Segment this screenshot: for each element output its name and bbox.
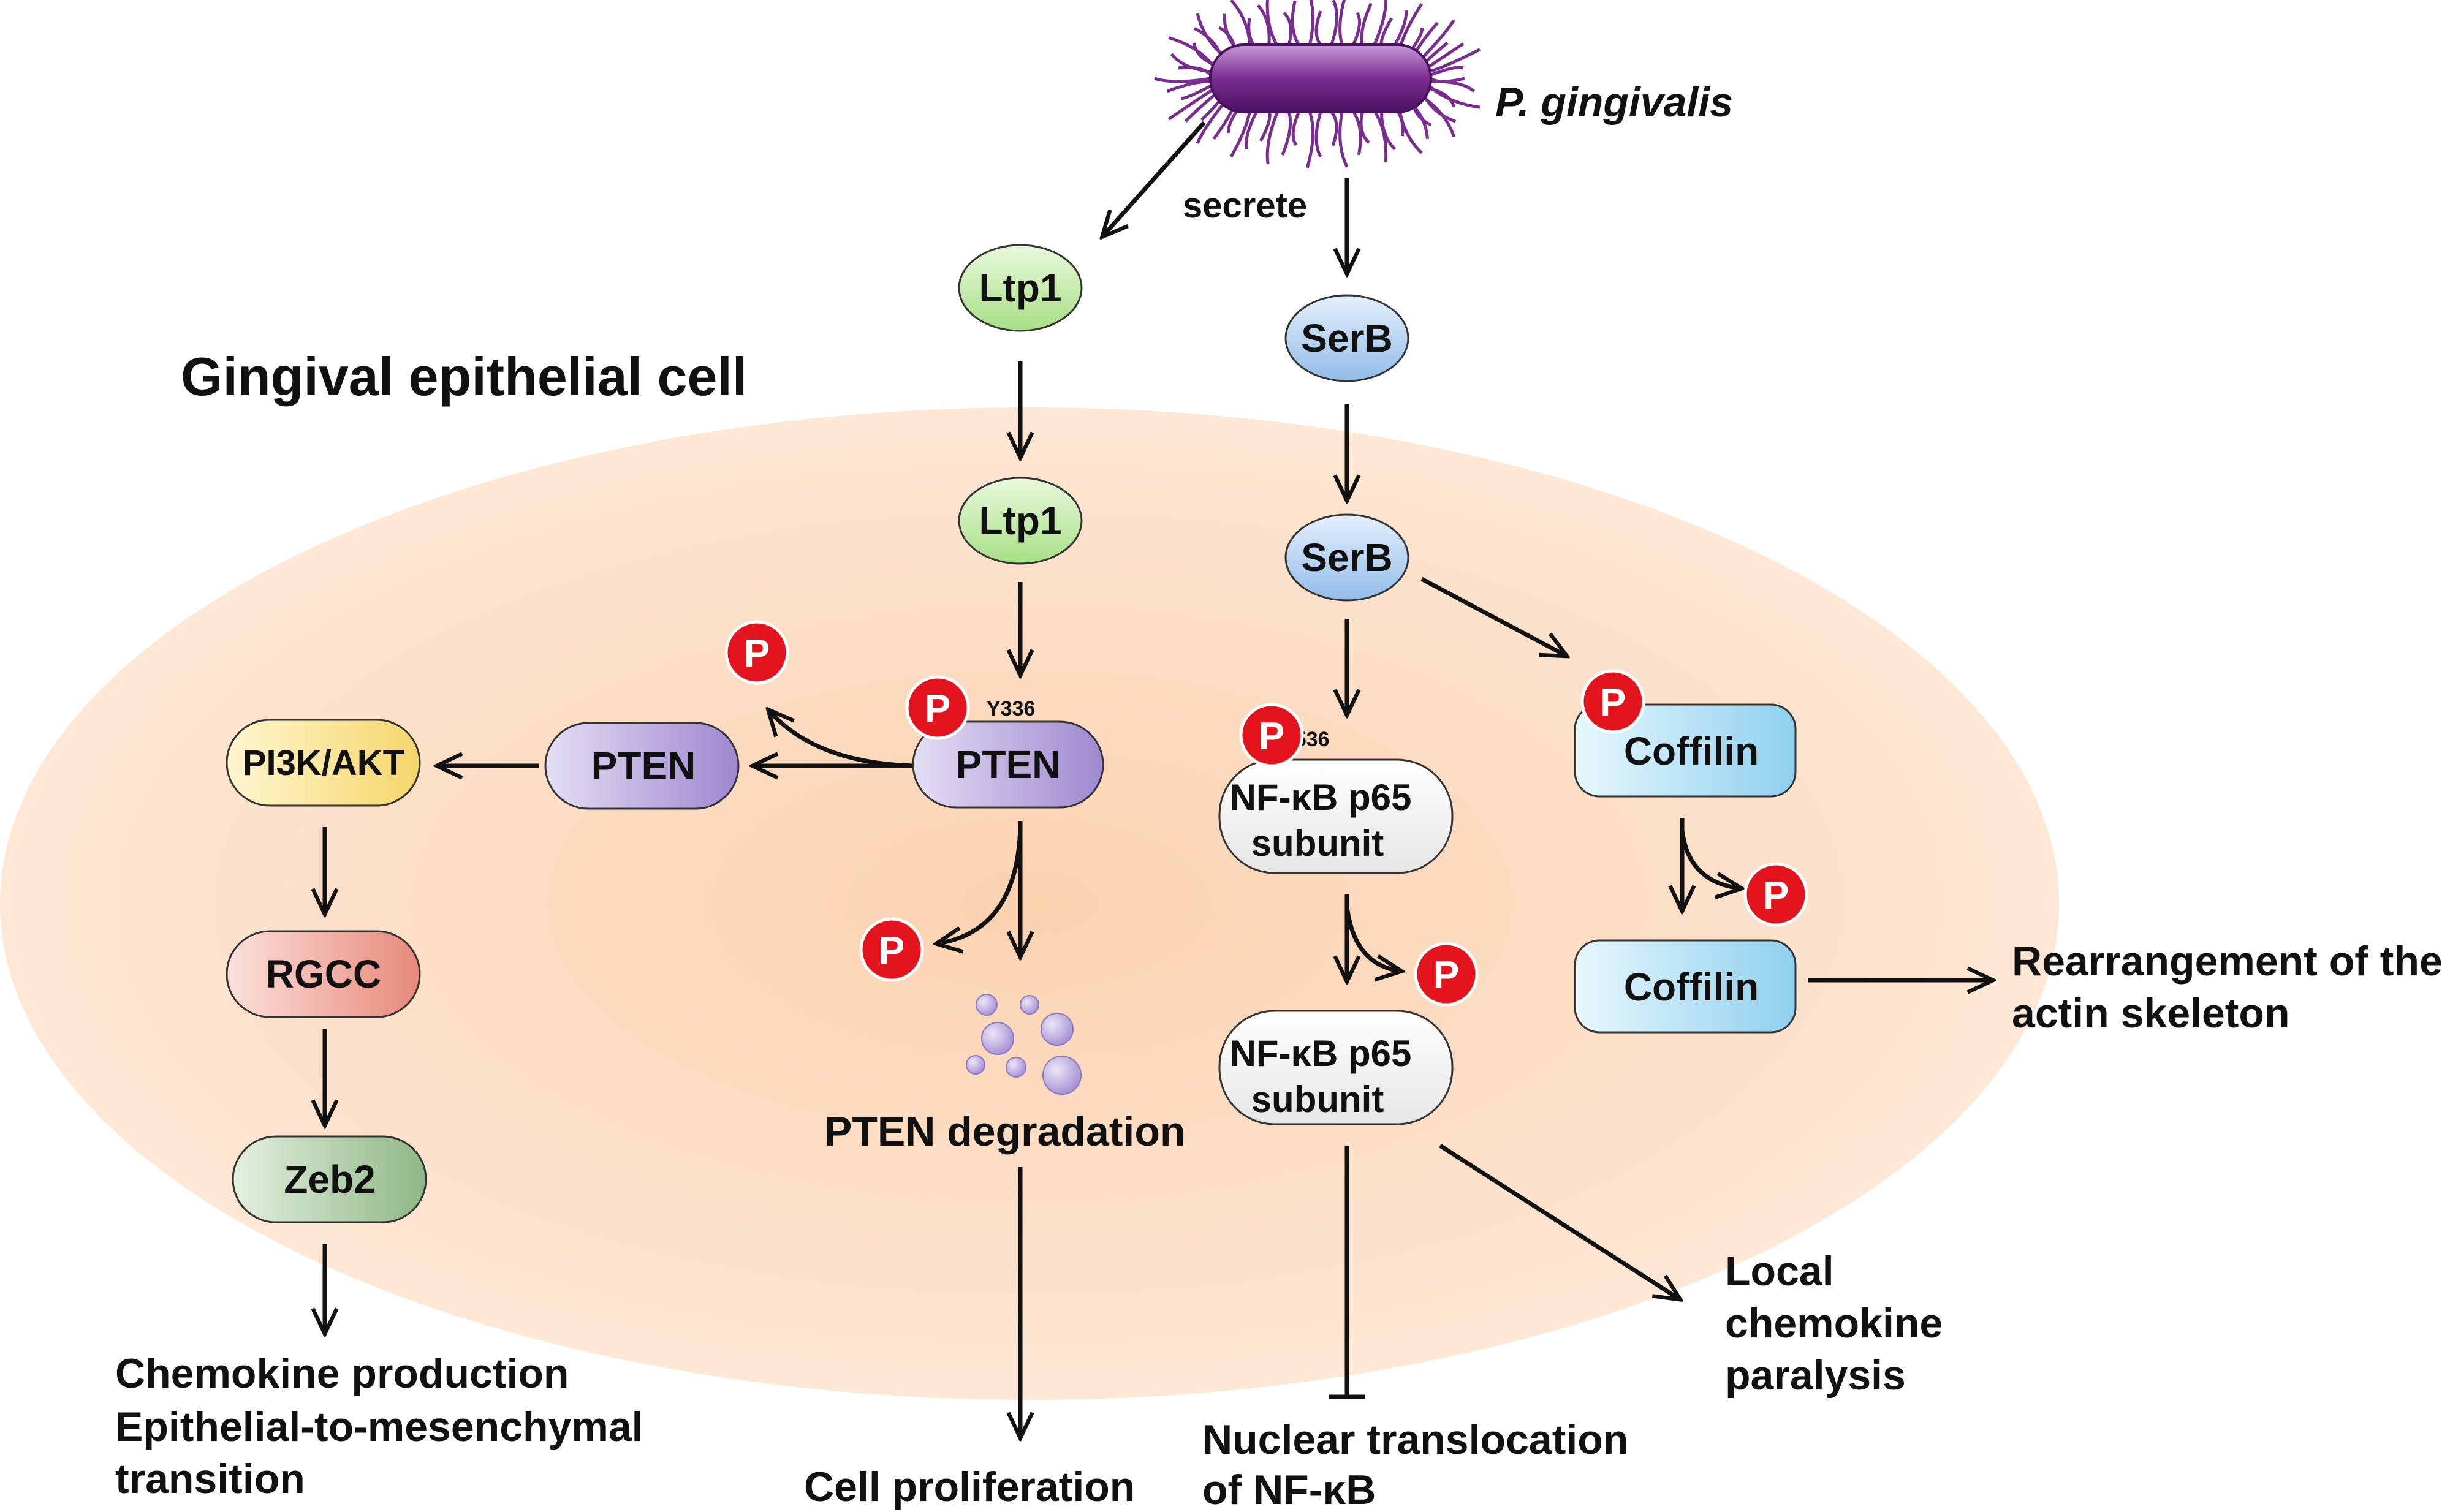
outcome-chemokine-production: Chemokine production (115, 1350, 569, 1397)
phospho-badge-pten-released-label: P (744, 631, 770, 675)
phospho-badge-coffilin-bound-label: P (1600, 680, 1626, 724)
outcome-actin-line2: actin skeleton (2012, 990, 2290, 1037)
node-pten: PTEN (544, 722, 740, 810)
node-nfkb-phospho-line2: subunit (1251, 823, 1384, 864)
arrow-pten-release-p (938, 826, 1023, 943)
bacterium-fimbria (1168, 36, 1216, 70)
bacterium-fimbria (1291, 0, 1301, 47)
phospho-badge-nfkb-released: P (1414, 942, 1479, 1007)
outcome-nuclear-translocation-line2: of NF-κB (1202, 1467, 1376, 1512)
bacterium-fimbria (1170, 53, 1213, 74)
arrow-coffilin-release-p (1680, 830, 1740, 888)
phospho-badge-coffilin-released-label: P (1763, 873, 1789, 917)
node-ltp1-outer: Ltp1 (958, 244, 1083, 332)
bacterium-fimbria (1430, 66, 1464, 77)
node-rgcc: RGCC (226, 930, 421, 1018)
phospho-badge-nfkb-bound-label: P (1259, 714, 1285, 758)
bacterium-fimbria (1281, 110, 1292, 156)
outcome-emt-line2: transition (115, 1456, 305, 1502)
bacterium-fimbria (1330, 111, 1338, 146)
node-nfkb: NF-κB p65 subunit (1218, 1010, 1454, 1125)
outcome-local-chemokine-line3: paralysis (1725, 1352, 1906, 1399)
node-nfkb-phospho: NF-κB p65 subunit (1218, 758, 1454, 874)
degradation-fragments-icon (966, 994, 1082, 1095)
phospho-badge-pten-released: P (724, 620, 789, 685)
phospho-badge-nfkb-bound: P (1239, 703, 1304, 768)
bacterium-body (1209, 43, 1432, 113)
outcome-local-chemokine-line2: chemokine (1725, 1300, 1943, 1347)
bacterium-icon (1154, 0, 1481, 168)
site-label-pten: Y336 (987, 697, 1035, 720)
outcome-emt-line1: Epithelial-to-mesenchymal (115, 1404, 643, 1450)
node-serb-outer-label: SerB (1301, 316, 1392, 360)
node-serb-outer: SerB (1284, 294, 1409, 382)
node-rgcc-label: RGCC (266, 952, 381, 996)
node-nfkb-line1: NF-κB p65 (1230, 1033, 1412, 1074)
arrow-phospho-release-pten (769, 711, 914, 768)
node-zeb2-label: Zeb2 (284, 1157, 375, 1201)
bacterium-fimbria (1166, 80, 1212, 93)
node-coffilin: Coffilin (1574, 939, 1797, 1034)
bacterium-fimbria (1351, 110, 1362, 156)
bacterium-fimbria (1351, 12, 1362, 47)
phospho-badge-degradation: P (859, 917, 924, 982)
node-nfkb-phospho-line1: NF-κB p65 (1230, 777, 1412, 818)
node-nfkb-line2: subunit (1251, 1079, 1384, 1120)
phospho-badge-coffilin-released: P (1743, 862, 1808, 927)
bacterium-fimbria (1428, 48, 1481, 74)
node-ltp1-inner-label: Ltp1 (979, 499, 1061, 543)
bacterium-fimbria (1265, 108, 1280, 165)
node-coffilin-label: Coffilin (1624, 965, 1759, 1009)
bacterium-fimbria (1181, 83, 1213, 100)
outcome-actin-line1: Rearrangement of the (2012, 938, 2443, 985)
bacterium-name: P. gingivalis (1495, 79, 1733, 126)
cell-title: Gingival epithelial cell (181, 346, 747, 407)
outcome-pten-degradation: PTEN degradation (824, 1108, 1185, 1155)
phospho-badge-degradation-label: P (879, 928, 905, 972)
arrow-serb-to-coffilin (1420, 576, 1566, 656)
bacterium-fimbria (1265, 0, 1280, 48)
outcome-nuclear-translocation-line1: Nuclear translocation (1202, 1416, 1628, 1463)
node-zeb2: Zeb2 (232, 1135, 427, 1223)
bacterium-fimbria (1330, 0, 1338, 46)
bacterium-fimbria (1360, 2, 1373, 48)
phospho-badge-pten-bound: P (905, 675, 970, 740)
bacterium-fimbria (1430, 80, 1476, 93)
bacterium-fimbria (1305, 111, 1314, 168)
outcome-local-chemokine-line1: Local (1725, 1248, 1834, 1295)
node-pten-phospho-label: PTEN (956, 743, 1061, 787)
node-pten-label: PTEN (591, 744, 696, 788)
node-coffilin-phospho-label: Coffilin (1624, 729, 1759, 773)
bacterium-fimbria (1291, 110, 1301, 146)
phospho-badge-coffilin-bound: P (1580, 669, 1645, 734)
bacterium-fimbria (1154, 77, 1211, 83)
bacterium-fimbria (1283, 12, 1292, 47)
phospho-badge-nfkb-released-label: P (1433, 953, 1460, 997)
bacterium-fimbria (1371, 0, 1388, 50)
node-serb-inner-label: SerB (1301, 535, 1392, 580)
bacterium-fimbria (1425, 42, 1465, 70)
node-serb-inner: SerB (1284, 513, 1409, 602)
node-pten-phospho: PTEN (912, 720, 1104, 809)
arrow-bacterium-to-ltp1 (1103, 121, 1206, 236)
bacterium-fimbria (1359, 109, 1370, 144)
bacterium-fimbria (1314, 10, 1322, 46)
bacterium-fimbria (1338, 0, 1346, 46)
bacterium-fimbria (1371, 107, 1388, 163)
bacterium-fimbria (1314, 112, 1322, 158)
phospho-badge-pten-bound-label: P (925, 686, 951, 730)
arrow-nfkb-release-p (1344, 906, 1400, 971)
node-pi3k-akt-label: PI3K/AKT (243, 743, 404, 783)
bacterium-fimbria (1338, 111, 1349, 168)
arrow-nfkb-to-chemokine-paralysis (1439, 1144, 1679, 1299)
outcome-cell-proliferation: Cell proliferation (804, 1464, 1135, 1510)
node-pi3k-akt: PI3K/AKT (226, 719, 421, 807)
secrete-label: secrete (1183, 186, 1307, 225)
node-ltp1-outer-label: Ltp1 (979, 266, 1061, 310)
bacterium-fimbria (1308, 0, 1314, 45)
node-ltp1-inner: Ltp1 (958, 477, 1083, 565)
